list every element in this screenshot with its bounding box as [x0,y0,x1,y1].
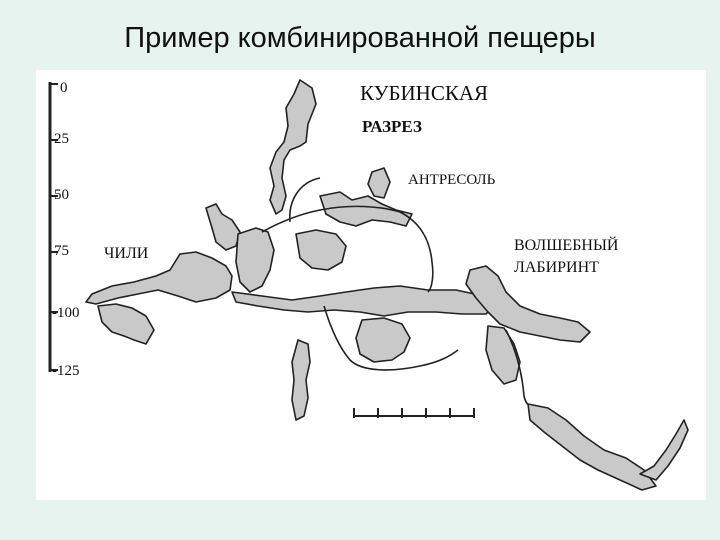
middle-chamber [295,229,347,271]
horizontal-scale-bar [353,408,475,418]
lower-pit [291,339,311,421]
upper-loop [261,205,401,233]
chili-sump [97,303,155,345]
labyrinth-passage [465,265,591,343]
lower-loop [323,305,459,371]
cave-section-figure: 0 25 50 75 -100 -125 [36,70,706,500]
upper-shaft [269,79,317,215]
depth-label: 25 [54,131,69,147]
depth-label: -100 [52,305,80,321]
labyrinth-label-line1: ВОЛШЕБНЫЙ [514,235,619,254]
cave-passages [85,79,689,491]
antresol-label: АНТРЕСОЛЬ [408,172,496,188]
depth-label: 75 [54,243,69,259]
slide-title: Пример комбинированной пещеры [124,22,596,54]
connector-loop [289,177,321,223]
chili-label: ЧИЛИ [104,245,149,262]
depth-scale: 0 25 50 75 -100 -125 [48,80,80,379]
right-loop [399,211,434,293]
depth-label: 50 [54,187,69,203]
cave-name-label: КУБИНСКАЯ [360,81,488,105]
cave-section-diagram: 0 25 50 75 -100 -125 [48,79,689,491]
descending-passage [527,403,657,491]
central-chamber [235,227,275,293]
antresol-niche [367,167,391,199]
labyrinth-drop [505,329,529,405]
chili-chamber [85,251,233,305]
main-gallery [231,285,497,317]
loop-passages [261,177,529,405]
antresol-branch [319,191,413,227]
depth-label: -125 [52,363,80,379]
labyrinth-lower [485,325,521,385]
terminal-shaft [639,419,689,481]
labyrinth-label-line2: ЛАБИРИНТ [514,259,599,276]
depth-label: 0 [60,80,68,96]
left-shaft [205,203,241,251]
lower-chamber [355,317,411,363]
section-type-label: РАЗРЕЗ [362,117,422,136]
